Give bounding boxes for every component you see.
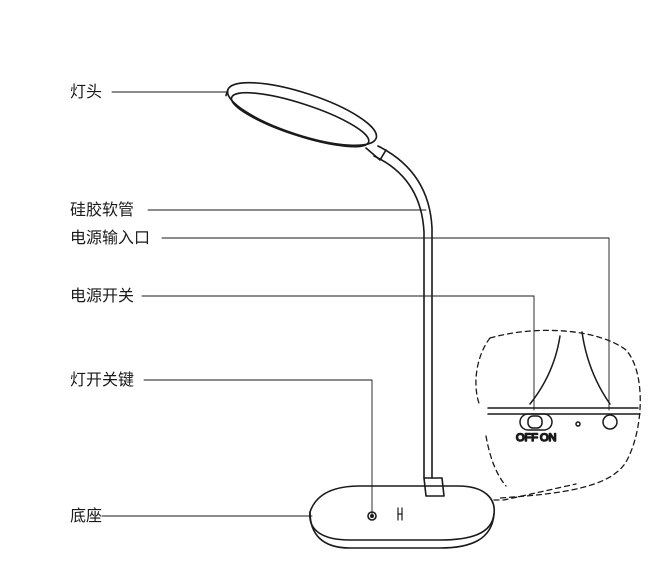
hose-collar [423,477,445,497]
base-logo-mark [397,507,403,521]
lamp-head [225,81,378,148]
label-lamp-head: 灯头 [70,82,103,101]
label-silicone-hose: 硅胶软管 [70,200,135,219]
power-input-jack [602,414,618,430]
leader-power-switch [141,295,535,411]
label-power-switch: 电源开关 [70,286,135,305]
label-base: 底座 [70,506,103,525]
switch-label-off: OFF [516,432,538,444]
switch-label-on: ON [540,432,557,444]
zoom-shell-right [581,331,611,405]
light-switch-key-dot [369,513,374,518]
light-switch-key-button [367,511,377,521]
label-power-input: 电源输入口 [70,228,151,247]
leader-power-input [161,237,610,411]
zoom-detail [487,331,641,431]
lamp-neck-connector [365,147,387,161]
zoom-shell-left [529,335,561,405]
lamp-base [309,485,495,549]
zoom-dashes [475,329,641,501]
silicone-hose [373,145,433,479]
indicator-dot [575,421,581,427]
label-light-switch-key: 灯开关键 [70,370,135,389]
leader-light-switch-key [143,379,373,516]
power-switch-slider [519,413,553,431]
power-switch-knob [527,415,543,429]
leader-lines [101,91,610,517]
